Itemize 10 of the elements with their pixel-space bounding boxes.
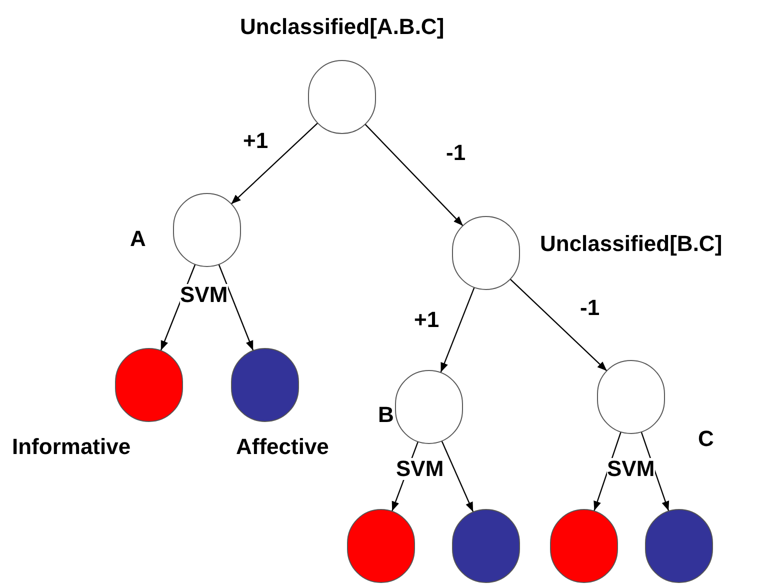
arrow: [440, 287, 475, 373]
arrow: [510, 278, 608, 372]
node-caption: Unclassified[A.B.C]: [240, 16, 444, 38]
arrow: [230, 122, 318, 204]
node-caption: Unclassified[B.C]: [540, 233, 722, 255]
arrow: [218, 264, 254, 351]
node-caption: SVM: [396, 458, 444, 480]
node-caption: SVM: [180, 284, 228, 306]
arrow: [441, 441, 474, 512]
arrow: [364, 124, 464, 226]
